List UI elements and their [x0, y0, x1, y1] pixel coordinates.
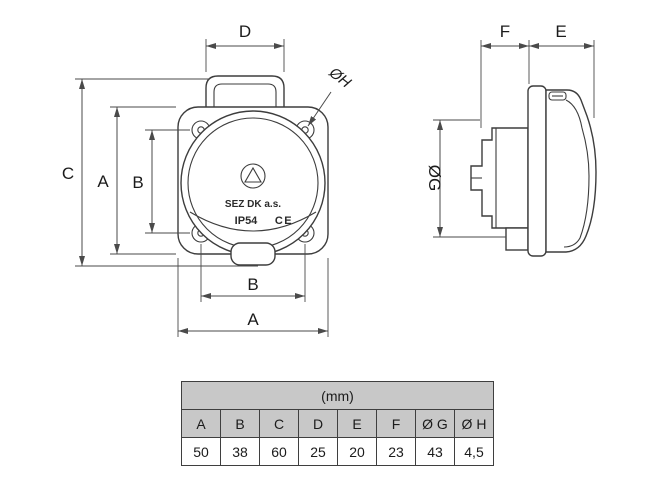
value-b: 38	[220, 437, 260, 466]
lid-hinge-tab-inner	[213, 83, 277, 107]
dim-label-a-bottom: A	[247, 310, 259, 329]
flange-plate	[527, 85, 547, 257]
col-header-f: F	[376, 409, 416, 438]
lid-lower-edge	[189, 211, 317, 232]
lid-hinge-tab	[205, 75, 285, 107]
front-view: SEZ DK a.s. IP54 CE	[177, 75, 329, 266]
col-header-c: C	[259, 409, 299, 438]
dim-h-leader-line	[307, 91, 332, 127]
dimension-table: (mm) A B C D E F Ø G Ø H 50 38 60 25 20 …	[181, 381, 494, 466]
dim-a-left-extension-lines	[110, 106, 176, 255]
dim-c-extension-lines	[75, 78, 258, 267]
value-c: 60	[259, 437, 299, 466]
col-header-b: B	[220, 409, 260, 438]
dim-label-b-bottom: B	[247, 275, 258, 294]
table-header-row: A B C D E F Ø G Ø H	[181, 409, 494, 438]
dim-label-e: E	[555, 22, 566, 41]
table-value-row: 50 38 60 25 20 23 43 4,5	[181, 437, 494, 466]
dim-label-b-left: B	[132, 173, 143, 192]
dim-d-extension-lines	[205, 39, 285, 72]
front-cover	[545, 89, 597, 253]
cable-entry-box	[505, 227, 529, 251]
value-e: 20	[337, 437, 377, 466]
value-g: 43	[415, 437, 455, 466]
socket-face-outer	[180, 110, 326, 256]
front-cover-inner-line	[563, 99, 590, 248]
dim-label-g: ØG	[425, 165, 444, 191]
front-dimensions: D ØH C A B B A	[62, 22, 354, 337]
dim-a-bottom-extension-lines	[177, 258, 329, 337]
manufacturer-logo-icon	[240, 163, 266, 189]
col-header-g: Ø G	[415, 409, 455, 438]
dim-f-extension-lines	[480, 40, 530, 128]
value-h: 4,5	[454, 437, 494, 466]
hinge-screw	[548, 91, 567, 101]
dim-label-c: C	[62, 164, 74, 183]
side-dimensions: F E ØG	[425, 22, 595, 238]
brand-text: SEZ DK a.s.	[225, 199, 281, 210]
dim-label-h: ØH	[325, 64, 354, 92]
table-unit-row: (mm)	[181, 381, 494, 410]
col-header-e: E	[337, 409, 377, 438]
value-f: 23	[376, 437, 416, 466]
drawing-svg: SEZ DK a.s. IP54 CE D ØH C A	[62, 22, 597, 337]
rear-body	[470, 127, 529, 229]
side-view	[470, 85, 597, 257]
dim-label-d: D	[239, 22, 251, 41]
table-unit-title: (mm)	[181, 381, 494, 410]
ip-rating-text: IP54	[235, 215, 259, 227]
dim-label-f: F	[500, 22, 510, 41]
value-a: 50	[181, 437, 221, 466]
lid-bottom-lip	[230, 242, 276, 266]
dim-b-bottom-extension-lines	[200, 244, 306, 302]
col-header-a: A	[181, 409, 221, 438]
col-header-h: Ø H	[454, 409, 494, 438]
ce-mark: CE	[275, 215, 293, 227]
value-d: 25	[298, 437, 338, 466]
dim-label-a-left: A	[97, 172, 109, 191]
col-header-d: D	[298, 409, 338, 438]
